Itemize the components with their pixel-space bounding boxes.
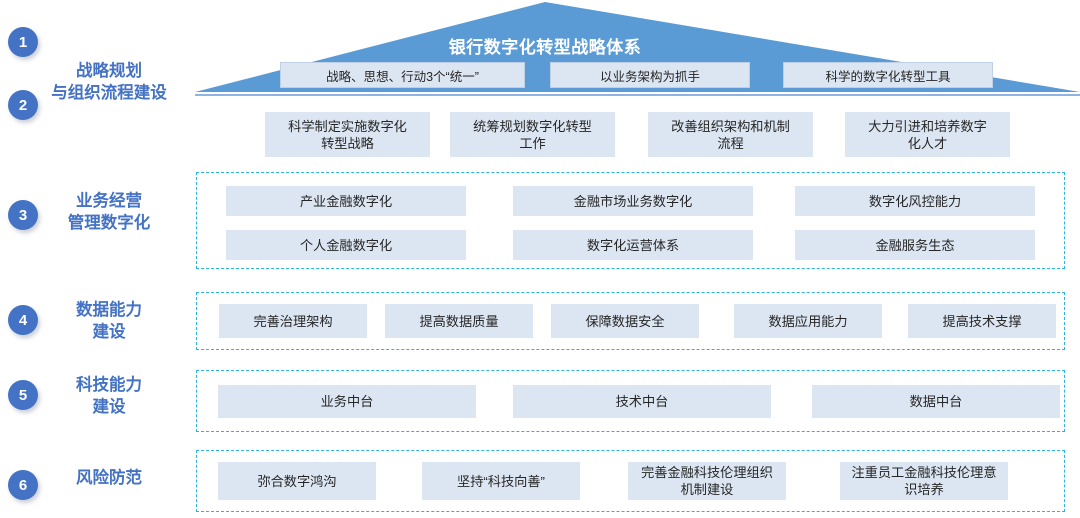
row-business-frame bbox=[196, 172, 1065, 269]
rail-label-strategy: 战略规划 与组织流程建设 bbox=[34, 60, 184, 104]
strategy-cell-2[interactable]: 改善组织架构和机制 流程 bbox=[648, 112, 813, 157]
business-cell-1[interactable]: 金融市场业务数字化 bbox=[513, 186, 753, 216]
roof-chip-0[interactable]: 战略、思想、行动3个“统一” bbox=[280, 62, 525, 88]
step-badge-4: 4 bbox=[8, 305, 38, 335]
left-rail: 1 2 3 4 5 6 战略规划 与组织流程建设 业务经营 管理数字化 数据能力… bbox=[0, 0, 196, 518]
roof-banner: 银行数字化转型战略体系 战略、思想、行动3个“统一” 以业务架构为抓手 科学的数… bbox=[195, 0, 1080, 96]
strategy-cell-1[interactable]: 统筹规划数字化转型 工作 bbox=[450, 112, 615, 157]
risk-cell-1[interactable]: 坚持“科技向善” bbox=[422, 462, 580, 500]
rail-label-business: 业务经营 管理数字化 bbox=[34, 190, 184, 234]
rail-label-tech-line1: 科技能力 bbox=[76, 376, 142, 394]
page-title: 银行数字化转型战略体系 bbox=[448, 38, 642, 57]
business-cell-4[interactable]: 数字化运营体系 bbox=[513, 230, 753, 260]
risk-cell-3[interactable]: 注重员工金融科技伦理意 识培养 bbox=[840, 462, 1008, 500]
rail-label-strategy-line2: 与组织流程建设 bbox=[51, 84, 167, 102]
tech-cell-2[interactable]: 数据中台 bbox=[812, 385, 1060, 418]
rail-label-risk-line1: 风险防范 bbox=[76, 469, 142, 487]
rail-label-tech: 科技能力 建设 bbox=[34, 374, 184, 418]
roof-chip-2[interactable]: 科学的数字化转型工具 bbox=[783, 62, 993, 88]
risk-cell-2[interactable]: 完善金融科技伦理组织 机制建设 bbox=[628, 462, 786, 500]
rail-label-business-line1: 业务经营 bbox=[76, 192, 142, 210]
rail-label-strategy-line1: 战略规划 bbox=[76, 62, 142, 80]
business-cell-2[interactable]: 数字化风控能力 bbox=[795, 186, 1035, 216]
row-data-frame bbox=[196, 292, 1065, 350]
business-cell-0[interactable]: 产业金融数字化 bbox=[226, 186, 466, 216]
rail-label-tech-line2: 建设 bbox=[92, 398, 126, 416]
rail-label-risk: 风险防范 bbox=[34, 467, 184, 489]
roof-chip-row: 战略、思想、行动3个“统一” 以业务架构为抓手 科学的数字化转型工具 bbox=[195, 62, 1080, 88]
row-tech-frame bbox=[196, 370, 1065, 432]
rail-label-data-line1: 数据能力 bbox=[76, 301, 142, 319]
tech-cell-0[interactable]: 业务中台 bbox=[218, 385, 476, 418]
rail-label-data-line2: 建设 bbox=[92, 323, 126, 341]
strategy-cell-3[interactable]: 大力引进和培养数字 化人才 bbox=[845, 112, 1010, 157]
strategy-cell-0[interactable]: 科学制定实施数字化 转型战略 bbox=[265, 112, 430, 157]
rail-label-data: 数据能力 建设 bbox=[34, 299, 184, 343]
data-cell-2[interactable]: 保障数据安全 bbox=[551, 304, 699, 338]
roof-baseline-divider bbox=[195, 94, 1080, 96]
step-badge-1: 1 bbox=[8, 27, 38, 57]
tech-cell-1[interactable]: 技术中台 bbox=[513, 385, 771, 418]
data-cell-4[interactable]: 提高技术支撑 bbox=[908, 304, 1056, 338]
step-badge-2: 2 bbox=[8, 90, 38, 120]
rail-label-business-line2: 管理数字化 bbox=[67, 214, 151, 232]
data-cell-0[interactable]: 完善治理架构 bbox=[219, 304, 367, 338]
step-badge-5: 5 bbox=[8, 380, 38, 410]
data-cell-3[interactable]: 数据应用能力 bbox=[734, 304, 882, 338]
row-risk-frame bbox=[196, 450, 1065, 512]
step-badge-6: 6 bbox=[8, 470, 38, 500]
roof-chip-1[interactable]: 以业务架构为抓手 bbox=[550, 62, 750, 88]
business-cell-5[interactable]: 金融服务生态 bbox=[795, 230, 1035, 260]
risk-cell-0[interactable]: 弥合数字鸿沟 bbox=[218, 462, 376, 500]
step-badge-3: 3 bbox=[8, 200, 38, 230]
data-cell-1[interactable]: 提高数据质量 bbox=[385, 304, 533, 338]
business-cell-3[interactable]: 个人金融数字化 bbox=[226, 230, 466, 260]
